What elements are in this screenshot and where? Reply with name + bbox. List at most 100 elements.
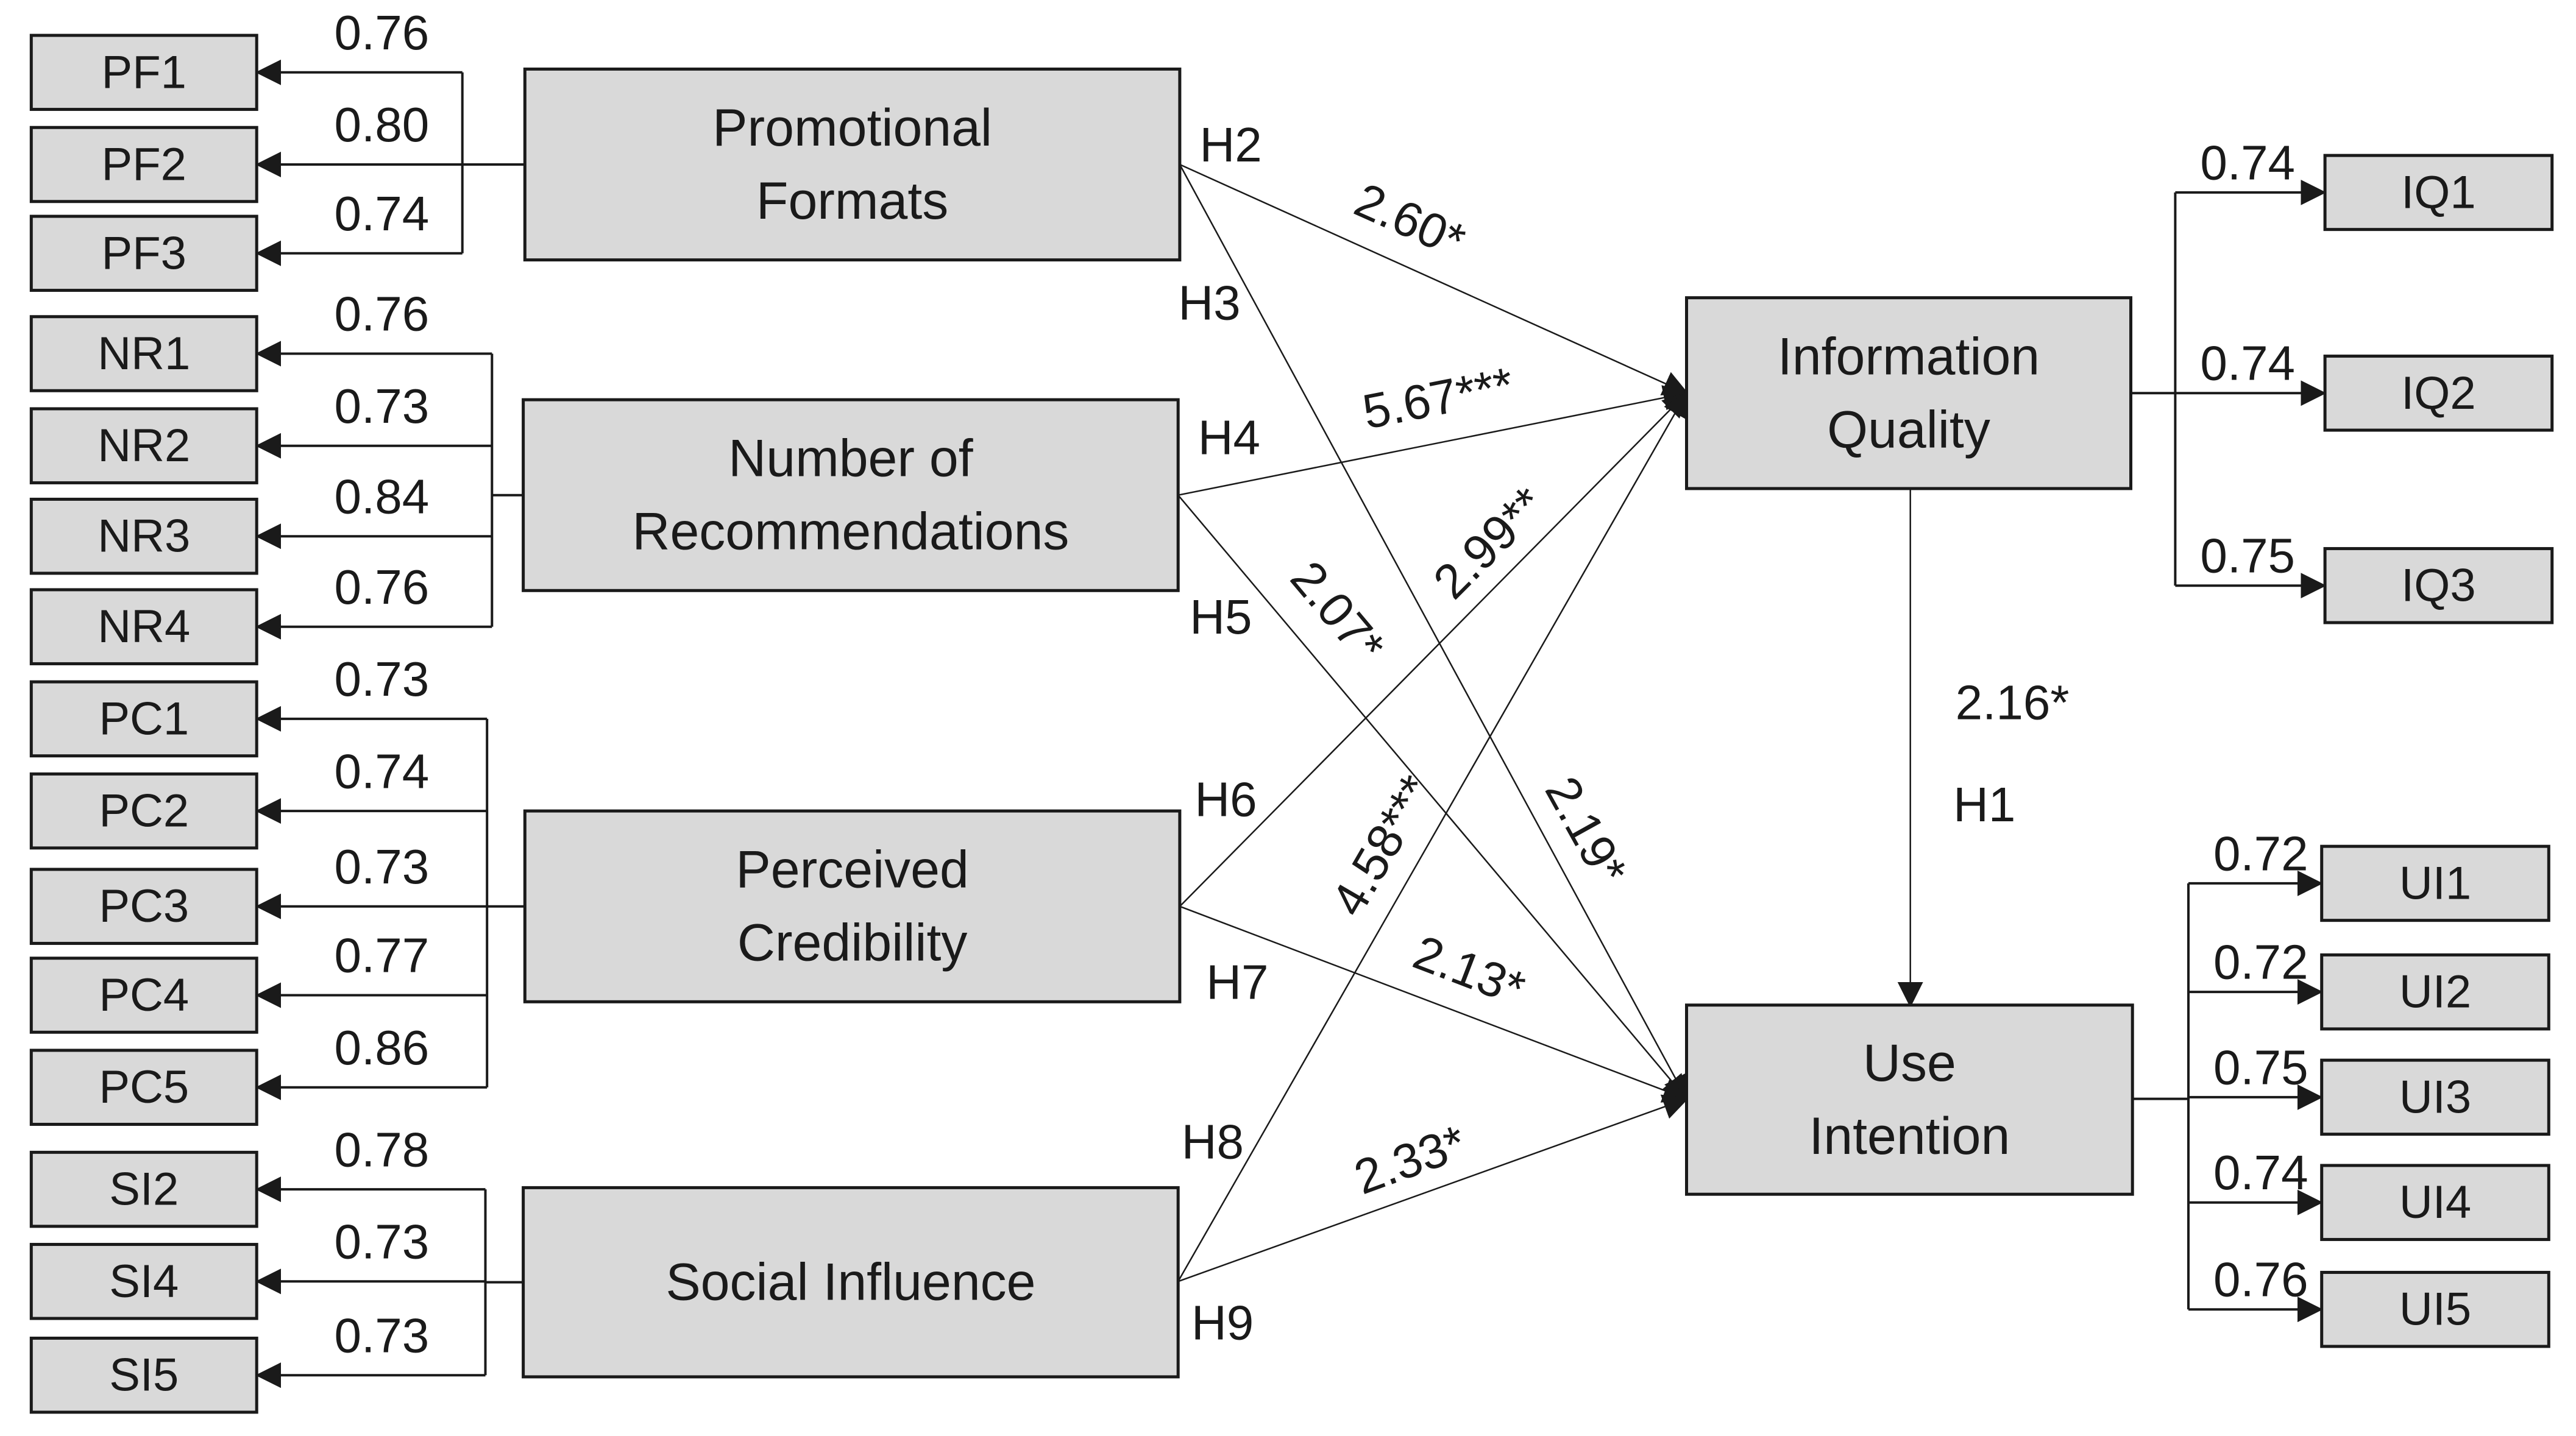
indicator-label: NR2: [98, 420, 190, 472]
path-h3-arrow: [1179, 164, 1688, 1102]
factor-loading: 0.74: [2200, 336, 2295, 391]
factor-loading: 0.75: [2200, 529, 2295, 583]
information-quality-box: [1685, 296, 2132, 490]
number-of-recommendations-label: Number of: [728, 430, 974, 488]
indicator-box: [29, 497, 258, 575]
path-coefficient: 2.99**: [1423, 476, 1555, 609]
indicator-label: PC2: [99, 785, 189, 837]
path-h6-arrow: [1179, 391, 1689, 907]
hypothesis-label: H8: [1182, 1114, 1244, 1169]
indicator-box: [29, 772, 258, 850]
indicator-box: [29, 957, 258, 1034]
indicator-box: [29, 126, 258, 203]
factor-loading: 0.76: [335, 287, 430, 341]
factor-loading: 0.76: [335, 560, 430, 614]
social-influence-construct: Social Influence: [522, 1186, 1180, 1379]
perceived-credibility-box: [523, 809, 1182, 1003]
indicator-box: [29, 1243, 258, 1320]
indicator-label: PC5: [99, 1061, 189, 1113]
path-h4-arrow: [1177, 385, 1689, 496]
indicator-label: PF1: [102, 46, 186, 98]
social-influence-box: [522, 1186, 1180, 1379]
factor-loading: 0.73: [335, 1215, 430, 1269]
factor-loading: 0.74: [335, 186, 430, 241]
factor-loading: 0.73: [335, 379, 430, 433]
hypothesis-label: H5: [1190, 590, 1252, 644]
factor-loading: 0.78: [335, 1122, 430, 1176]
factor-loading: 0.74: [2213, 1145, 2308, 1200]
factor-loading: 0.72: [2213, 826, 2308, 880]
use-intention-label: Use: [1863, 1034, 1956, 1092]
indicator-box: [2323, 355, 2554, 432]
path-coefficient: 2.07*: [1280, 551, 1395, 673]
indicator-label: UI5: [2399, 1284, 2471, 1335]
indicator-box: [29, 407, 258, 484]
information-quality-label: Quality: [1827, 400, 1990, 459]
indicator-box: [29, 214, 258, 292]
indicator-label: PC3: [99, 880, 189, 932]
path-coefficient: 2.19*: [1535, 768, 1637, 894]
indicator-box: [2320, 844, 2550, 922]
path-coefficient: 4.58***: [1321, 766, 1444, 925]
indicator-label: PF2: [102, 139, 186, 191]
indicator-label: IQ3: [2401, 560, 2476, 612]
indicator-box: [2323, 546, 2554, 624]
indicator-label: PC1: [99, 693, 189, 745]
indicator-label: NR4: [98, 601, 190, 653]
hypothesis-label: H7: [1206, 955, 1268, 1009]
hypothesis-label: H3: [1178, 275, 1240, 330]
indicator-label: NR1: [98, 328, 190, 380]
indicator-box: [29, 34, 258, 111]
indicator-box: [29, 1150, 258, 1228]
indicator-box: [29, 868, 258, 945]
factor-loading: 0.74: [2200, 135, 2295, 189]
path-coefficient: 2.16*: [1956, 675, 2070, 729]
hypothesis-label: H4: [1198, 411, 1260, 465]
promotional-formats-label: Promotional: [712, 99, 992, 157]
path-coefficient: 2.60*: [1347, 172, 1473, 268]
path-coefficient: 5.67***: [1358, 357, 1518, 439]
indicator-label: UI3: [2399, 1071, 2471, 1123]
factor-loading: 0.77: [335, 928, 430, 983]
factor-loading: 0.73: [335, 652, 430, 706]
indicator-label: PC4: [99, 969, 189, 1021]
indicator-box: [2320, 953, 2550, 1031]
path-h7-arrow: [1179, 905, 1689, 1103]
indicator-box: [29, 1336, 258, 1414]
factor-loading: 0.84: [335, 469, 430, 523]
promotional-formats-box: [523, 67, 1182, 262]
hypothesis-label: H9: [1191, 1295, 1254, 1349]
path-h2-arrow: [1179, 163, 1689, 395]
factor-loading: 0.72: [2213, 935, 2308, 989]
perceived-credibility-label: Credibility: [737, 914, 968, 972]
path-coefficient: 2.33*: [1347, 1115, 1473, 1205]
path-coefficient: 2.13*: [1407, 925, 1532, 1016]
indicator-label: IQ1: [2401, 166, 2476, 218]
factor-loading: 0.73: [335, 840, 430, 894]
hypothesis-label: H1: [1953, 777, 2015, 832]
path-h5-arrow: [1177, 494, 1689, 1101]
hypothesis-label: H2: [1199, 118, 1261, 172]
indicator-label: UI4: [2399, 1176, 2471, 1228]
factor-loading: 0.75: [2213, 1040, 2308, 1094]
path-h9-arrow: [1177, 1094, 1689, 1282]
indicator-box: [2320, 1058, 2550, 1136]
indicator-box: [2323, 154, 2554, 232]
indicator-label: UI2: [2399, 966, 2471, 1018]
indicator-label: SI2: [109, 1164, 179, 1215]
factor-loading: 0.73: [335, 1308, 430, 1362]
factor-loading: 0.76: [335, 5, 430, 60]
hypothesis-label: H6: [1194, 773, 1257, 827]
factor-loading: 0.80: [335, 97, 430, 152]
